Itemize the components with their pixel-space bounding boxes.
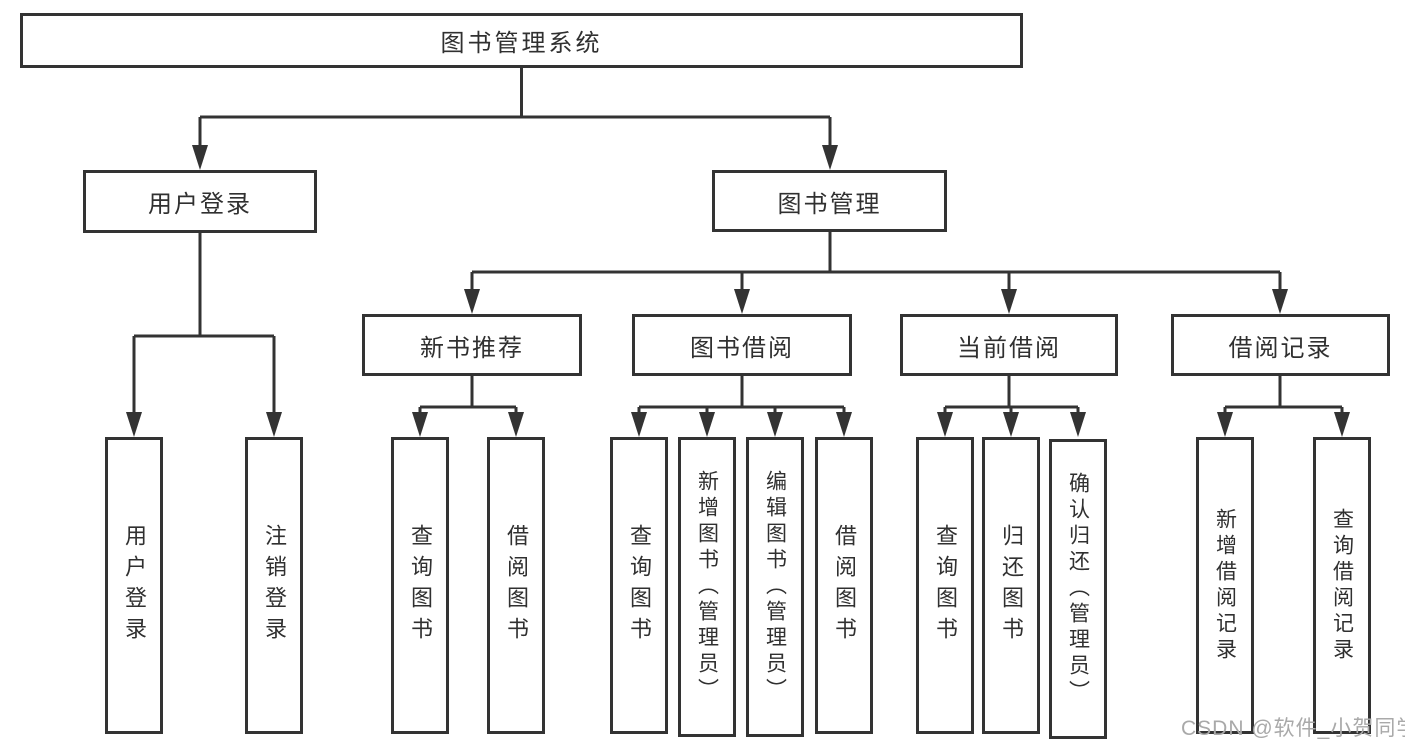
leaf-query-borrow-record: 查询借阅记录	[1313, 437, 1371, 734]
leaf-logout: 注销登录	[245, 437, 303, 734]
leaf-confirm-return-admin: 确认归还（管理员）	[1049, 439, 1107, 739]
leaf-query-books-recommend: 查询图书	[391, 437, 449, 734]
leaf-query-books-current: 查询图书	[916, 437, 974, 734]
leaf-borrow-books-recommend: 借阅图书	[487, 437, 545, 734]
leaf-edit-book-admin: 编辑图书（管理员）	[746, 437, 804, 737]
leaf-user-login: 用户登录	[105, 437, 163, 734]
node-library-management-system: 图书管理系统	[20, 13, 1023, 68]
node-borrowing-records: 借阅记录	[1171, 314, 1390, 376]
watermark: CSDN @软件_小贺同学	[1181, 717, 1405, 740]
leaf-add-borrow-record: 新增借阅记录	[1196, 437, 1254, 734]
node-user-login: 用户登录	[83, 170, 317, 233]
leaf-query-books-borrow: 查询图书	[610, 437, 668, 734]
leaf-return-books: 归还图书	[982, 437, 1040, 734]
node-book-management: 图书管理	[712, 170, 947, 232]
leaf-borrow-books: 借阅图书	[815, 437, 873, 734]
node-current-borrowing: 当前借阅	[900, 314, 1118, 376]
node-book-borrowing: 图书借阅	[632, 314, 852, 376]
node-new-book-recommendation: 新书推荐	[362, 314, 582, 376]
leaf-add-book-admin: 新增图书（管理员）	[678, 437, 736, 737]
arrowheads	[126, 145, 1350, 437]
